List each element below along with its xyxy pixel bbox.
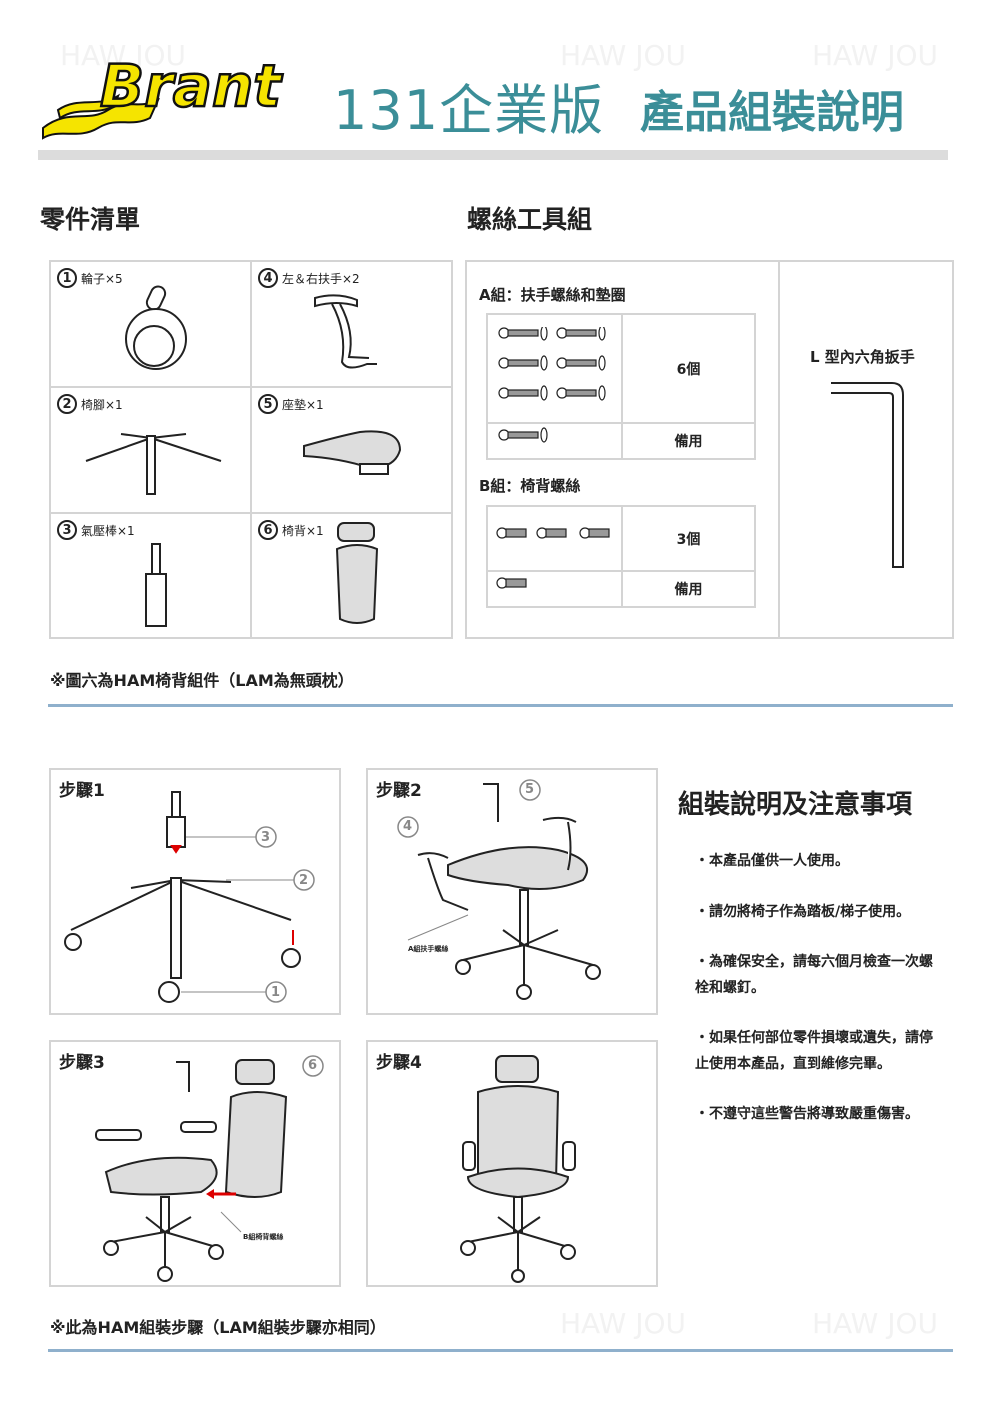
step-label: 步驟1	[59, 781, 105, 801]
parts-heading: 零件清單	[40, 205, 141, 234]
part-label: 椅腳×1	[81, 397, 123, 412]
group-b-table: 3個 備用	[486, 505, 756, 608]
part-label: 左＆右扶手×2	[282, 271, 360, 286]
part-cell-backrest: 6 椅背×1	[252, 514, 453, 639]
instruction-bullet: ・如果任何部位零件損壞或遺失，請停止使用本產品，直到維修完畢。	[695, 1030, 933, 1072]
instruction-bullet: ・為確保安全，請每六個月檢查一次螺栓和螺釘。	[695, 954, 933, 996]
part-number: 1	[57, 268, 77, 288]
section-divider	[48, 704, 953, 707]
part-cell-seat: 5 座墊×1	[252, 388, 453, 514]
instruction-bullet: ・請勿將椅子作為踏板/梯子使用。	[695, 904, 911, 920]
caster-illustration	[125, 285, 187, 370]
backrest-screws-icon	[496, 527, 610, 589]
part-number: 3	[57, 520, 77, 540]
step-3-caption: B組椅背螺絲	[243, 1233, 284, 1241]
parts-grid: 1 輪子×5 4 左＆右扶手×2 2 椅腳×1 5 座墊×1 3 氣壓棒×1 6 椅背×1	[49, 260, 453, 639]
instruction-bullet: ・不遵守這些警告將導致嚴重傷害。	[695, 1106, 919, 1122]
step-2-illustration	[397, 779, 601, 1000]
base-illustration	[85, 433, 222, 495]
screws-heading: 螺絲工具組	[467, 205, 593, 234]
part-cell-gas-lift: 3 氣壓棒×1	[51, 514, 252, 639]
part-label: 椅背×1	[282, 523, 324, 538]
footer-note: ※此為HAM組裝步驟（LAM組裝步驟亦相同）	[50, 1318, 386, 1337]
header-divider	[38, 150, 948, 160]
group-a-title: A組：扶手螺絲和墊圈	[479, 286, 626, 304]
seat-illustration	[303, 430, 402, 475]
part-number: 2	[57, 394, 77, 414]
backrest-illustration	[335, 522, 379, 624]
step-label: 步驟3	[59, 1053, 105, 1073]
brant-logo: Brant	[42, 51, 284, 140]
step-1-panel: 步驟1 3 2 1	[49, 768, 341, 1015]
part-cell-casters: 1 輪子×5	[51, 262, 252, 388]
group-b-qty: 3個	[676, 531, 701, 548]
part-cell-armrests: 4 左＆右扶手×2	[252, 262, 453, 388]
callout-3: 3	[261, 830, 271, 845]
step-1-illustration	[64, 791, 315, 1003]
part-label: 輪子×5	[81, 271, 123, 286]
armrest-illustration	[314, 294, 377, 369]
group-a-spare: 備用	[674, 434, 703, 450]
part-label: 氣壓棒×1	[81, 523, 135, 538]
step-3-illustration	[95, 1055, 324, 1282]
group-a-table: 6個 備用	[486, 313, 756, 460]
part-number: 4	[258, 268, 278, 288]
step-4-panel: 步驟4	[366, 1040, 658, 1287]
group-a-qty: 6個	[676, 361, 701, 378]
callout-5: 5	[525, 782, 535, 797]
hex-wrench-icon	[831, 382, 904, 568]
part-number: 6	[258, 520, 278, 540]
armrest-screws-icon	[498, 327, 606, 443]
step-2-panel: 步驟2 5 4 A組扶手螺絲	[366, 768, 658, 1015]
callout-1: 1	[271, 985, 281, 1000]
step-label: 步驟4	[376, 1053, 422, 1073]
screw-kit-panel: A組：扶手螺絲和墊圈 6個 備用 B組：椅背螺絲 3個 備用 L 型內六角扳手	[465, 260, 954, 639]
part-label: 座墊×1	[282, 397, 324, 412]
logo-text: Brant	[100, 52, 283, 120]
title-doc: 產品組裝說明	[640, 87, 904, 138]
step-label: 步驟2	[376, 781, 422, 801]
callout-2: 2	[299, 873, 309, 888]
footer-divider	[48, 1349, 953, 1352]
gas-lift-illustration	[145, 543, 167, 627]
part-cell-base: 2 椅腳×1	[51, 388, 252, 514]
step-2-caption: A組扶手螺絲	[408, 945, 449, 953]
wrench-label: L 型內六角扳手	[810, 348, 915, 366]
step-3-panel: 步驟3 6 B組椅背螺絲	[49, 1040, 341, 1287]
parts-note: ※圖六為HAM椅背組件（LAM為無頭枕）	[50, 671, 354, 690]
step-4-illustration	[460, 1055, 576, 1283]
callout-4: 4	[403, 819, 413, 834]
callout-6: 6	[308, 1058, 318, 1073]
group-b-spare: 備用	[674, 582, 703, 598]
title-model: 131企業版	[333, 79, 605, 142]
group-b-title: B組：椅背螺絲	[479, 477, 581, 495]
instruction-bullet: ・本產品僅供一人使用。	[695, 853, 849, 869]
instructions-heading: 組裝說明及注意事項	[678, 790, 913, 820]
part-number: 5	[258, 394, 278, 414]
